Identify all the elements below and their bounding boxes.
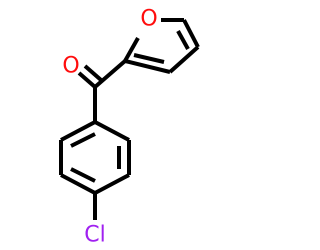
bond-furan-o-c2 — [123, 37, 140, 62]
atom-chlorine: Cl — [84, 223, 105, 248]
bond-furan-c4-c3 — [168, 45, 200, 74]
bond-furan-c5-c4 — [182, 19, 200, 48]
bond-carbonyl-o-1 — [77, 71, 97, 89]
atom-carbonyl-oxygen: O — [62, 54, 79, 79]
molecule-structure: O O Cl — [59, 7, 200, 248]
bond-carbonyl-c2 — [93, 59, 127, 89]
bond-furan-c3-c2 — [124, 59, 171, 74]
bonds — [59, 18, 200, 220]
bond-furan-c5-c4-inner — [176, 30, 190, 50]
bond-benzene-4 — [60, 173, 96, 195]
bond-benzene-6-inner — [70, 132, 96, 148]
atom-furan-oxygen: O — [140, 7, 157, 32]
bond-carbonyl-o-2 — [83, 64, 103, 82]
bond-benzene-3 — [94, 173, 130, 195]
bond-benzene-4-inner — [70, 167, 96, 183]
bond-benzene-6 — [60, 120, 96, 142]
bond-furan-c3-c2-inner — [133, 53, 165, 64]
bond-benzene-1 — [94, 120, 130, 142]
atom-labels: O O Cl — [62, 7, 157, 248]
